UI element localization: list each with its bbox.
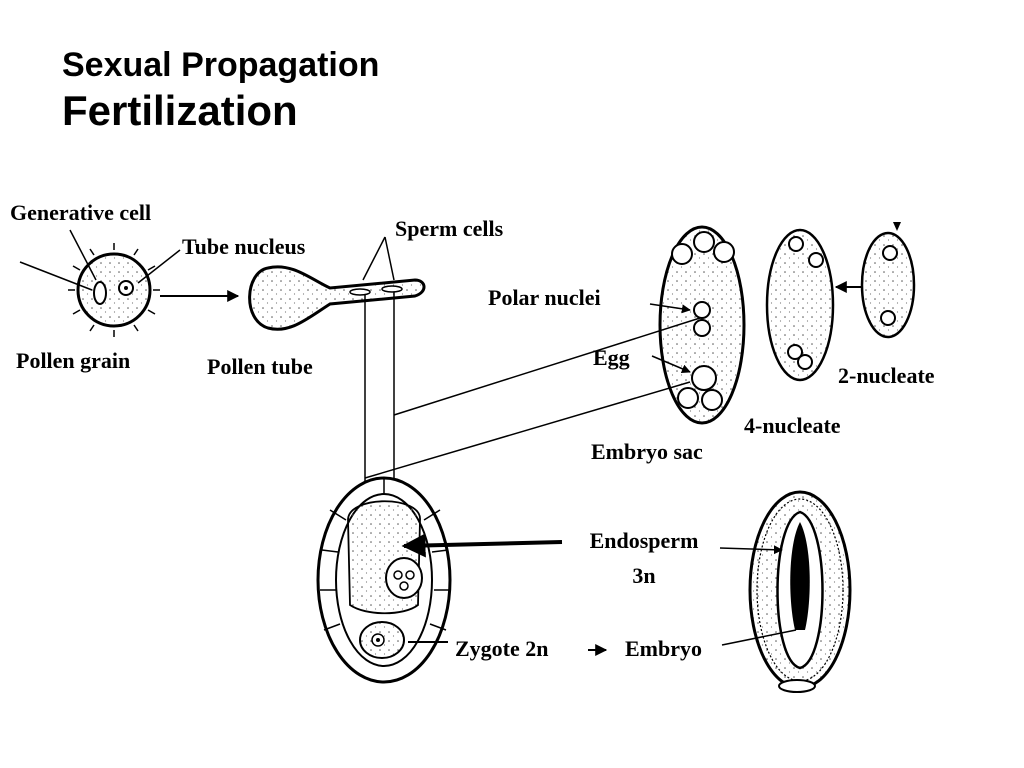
label-pollen-tube: Pollen tube — [207, 354, 313, 379]
label-generative-cell: Generative cell — [10, 200, 152, 225]
label-pollen-grain: Pollen grain — [16, 348, 131, 373]
slide-title: Sexual Propagation Fertilization — [62, 44, 379, 136]
label-two-nucleate: 2-nucleate — [838, 363, 935, 388]
pollen-grain-drawing — [19, 229, 181, 337]
label-tube-nucleus: Tube nucleus — [182, 234, 306, 259]
pollen-tube-drawing — [248, 236, 426, 331]
four-nucleate-sac-drawing — [765, 228, 835, 382]
fertilized-ovule-drawing — [316, 476, 563, 684]
label-four-nucleate: 4-nucleate — [744, 413, 841, 438]
label-embryo: Embryo — [625, 636, 702, 661]
label-egg: Egg — [593, 345, 630, 370]
label-endosperm-ploidy: 3n — [632, 563, 656, 588]
seed-embryo-drawing — [719, 490, 852, 693]
label-embryo-sac: Embryo sac — [591, 439, 703, 464]
label-endosperm: Endosperm — [589, 528, 699, 553]
embryo-sac-drawing — [649, 225, 746, 425]
label-sperm-cells: Sperm cells — [395, 216, 504, 241]
two-nucleate-sac-drawing — [860, 222, 916, 339]
title-line: Sexual Propagation — [62, 46, 380, 84]
label-polar-nuclei: Polar nuclei — [488, 285, 601, 310]
label-zygote: Zygote 2n — [455, 636, 549, 661]
subtitle-line: Fertilization — [62, 87, 298, 134]
